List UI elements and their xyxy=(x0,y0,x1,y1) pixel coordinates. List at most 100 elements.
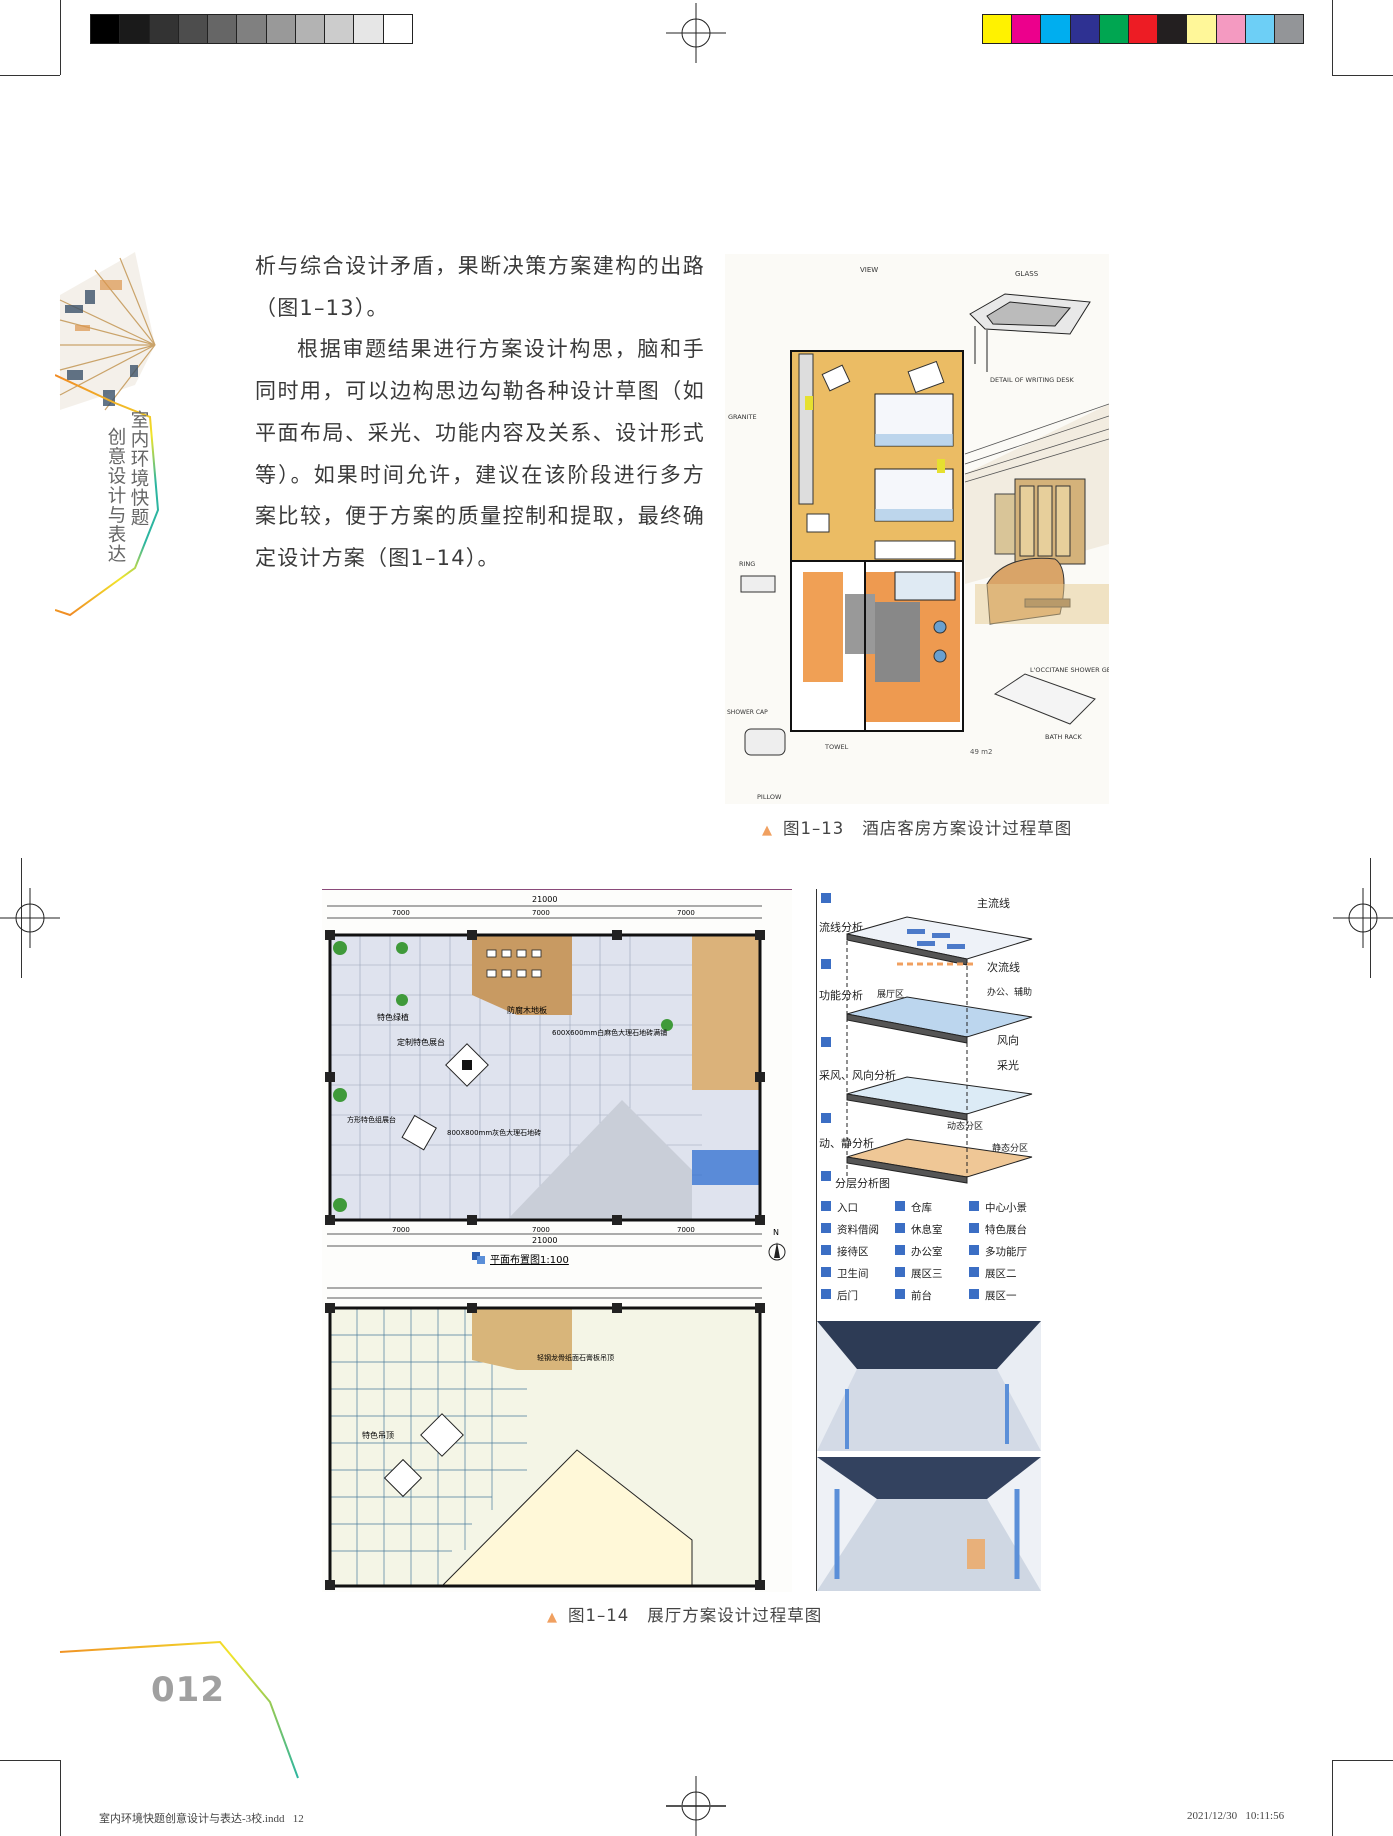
layer-label: 采光 xyxy=(997,1058,1019,1072)
legend-swatch xyxy=(821,1267,831,1277)
registration-mark xyxy=(666,3,726,63)
body-text: 析与综合设计矛盾，果断决策方案建构的出路（图1–13）。 根据审题结果进行方案设… xyxy=(255,246,705,580)
pillow-sketch xyxy=(744,728,786,756)
crop-mark xyxy=(0,1760,60,1761)
bath-rack-sketch xyxy=(993,673,1096,725)
color-swatch xyxy=(1187,15,1217,43)
bedroom-perspective xyxy=(964,403,1109,625)
paragraph: 根据审题结果进行方案设计构思，脑和手同时用，可以边构思边勾勒各种设计草图（如平面… xyxy=(255,337,705,570)
layer-label: 动态分区 xyxy=(947,1120,983,1132)
color-swatch xyxy=(1245,15,1275,43)
color-swatch xyxy=(325,15,355,43)
color-swatch xyxy=(1158,15,1188,43)
legend-swatch xyxy=(821,1289,831,1299)
plan-label: 定制特色展台 xyxy=(397,1037,445,1047)
layer-plates xyxy=(846,916,1033,1184)
layer-label: 风向 xyxy=(997,1033,1019,1047)
sketch-label: L'OCCITANE SHOWER GEL xyxy=(1030,666,1109,674)
plan-label: 特色吊顶 xyxy=(362,1430,394,1440)
dimension-label: 7000 xyxy=(677,909,695,917)
color-swatch xyxy=(1216,15,1246,43)
crop-mark xyxy=(1332,75,1393,76)
color-swatch xyxy=(91,15,121,43)
plan-label: 600X600mm白麻色大理石地砖满铺 xyxy=(552,1028,667,1037)
layer-label: 采风、风向分析 xyxy=(819,1068,896,1082)
crop-mark xyxy=(60,0,61,75)
legend-swatch xyxy=(821,1201,831,1211)
legend-swatch xyxy=(821,1245,831,1255)
dimension-label: 21000 xyxy=(532,895,557,904)
layer-label: 动、静分析 xyxy=(819,1136,874,1150)
legend-item: 接待区 xyxy=(837,1245,869,1258)
sketch-label: VIEW xyxy=(860,266,878,274)
dimension-label: 7000 xyxy=(532,1226,550,1234)
plan-label: 方形特色组展台 xyxy=(347,1115,396,1124)
footer-timestamp: 2021/12/30 10:11:56 xyxy=(1187,1810,1285,1822)
dimension-label: 21000 xyxy=(532,1236,557,1245)
dimension-label: 7000 xyxy=(677,1226,695,1234)
color-swatch xyxy=(178,15,209,43)
side-tab-title-line2: 创意设计与表达 xyxy=(105,427,126,564)
figure-exhibition-analysis: 流线分析 主流线 次流线 功能分析 展厅区 办公、辅助 采风、风向分析 风向 采… xyxy=(816,889,1041,1591)
crop-mark xyxy=(60,1760,61,1836)
legend-item: 后门 xyxy=(837,1289,858,1302)
figure-exhibition-plans: 21000 7000 7000 7000 7000 7000 7000 2100… xyxy=(322,889,792,1592)
legend-swatch xyxy=(969,1223,979,1233)
layer-analysis-sketch: 流线分析 主流线 次流线 功能分析 展厅区 办公、辅助 采风、风向分析 风向 采… xyxy=(817,893,1041,1591)
figure-hotel-room-sketch: GLASS DETAIL OF WRITING DESK VIEW GRANIT… xyxy=(725,254,1109,804)
color-swatch xyxy=(295,15,326,43)
page-number: 012 xyxy=(151,1670,225,1710)
legend-swatch xyxy=(969,1245,979,1255)
sketch-label: GRANITE xyxy=(728,413,757,421)
color-swatch xyxy=(354,15,384,43)
perspective-sketch-1 xyxy=(817,1321,1041,1451)
triangle-icon: ▲ xyxy=(547,1610,558,1625)
crop-mark xyxy=(0,75,60,76)
legend-swatch xyxy=(895,1223,905,1233)
layer-label: 功能分析 xyxy=(819,988,863,1002)
dimension-label: 7000 xyxy=(532,909,550,917)
legend-swatch xyxy=(895,1245,905,1255)
sketch-label: SHOWER CAP xyxy=(727,709,768,716)
plan-label: 轻钢龙骨纸面石膏板吊顶 xyxy=(537,1353,614,1362)
hotel-room-sketch: GLASS DETAIL OF WRITING DESK VIEW GRANIT… xyxy=(727,266,1109,801)
crop-mark xyxy=(1332,1760,1333,1836)
footer-filename: 室内环境快题创意设计与表达-3校.indd 12 xyxy=(99,1813,304,1825)
exhibition-plan-sketch: 21000 7000 7000 7000 7000 7000 7000 2100… xyxy=(325,895,786,1590)
sketch-label: TOWEL xyxy=(824,743,849,751)
color-swatch xyxy=(1128,15,1159,43)
legend-swatch xyxy=(895,1289,905,1299)
legend-swatch xyxy=(821,1223,831,1233)
registration-mark xyxy=(0,888,60,948)
legend-item: 前台 xyxy=(911,1289,932,1302)
paragraph: 析与综合设计矛盾，果断决策方案建构的出路（图1–13）。 xyxy=(255,254,705,320)
floor-plan xyxy=(790,350,964,732)
crop-mark xyxy=(1332,0,1333,75)
color-swatch xyxy=(1041,15,1071,43)
color-swatch xyxy=(1070,15,1100,43)
legend-item: 休息室 xyxy=(911,1223,943,1236)
registration-mark xyxy=(666,1776,726,1836)
layer-label: 办公、辅助 xyxy=(987,986,1032,998)
triangle-icon: ▲ xyxy=(762,823,773,838)
gray-calibration-bar xyxy=(90,14,413,44)
color-swatch xyxy=(1274,15,1304,43)
layer-label: 分层分析图 xyxy=(835,1176,890,1190)
sketch-label: DETAIL OF WRITING DESK xyxy=(990,376,1075,384)
caption-text: 展厅方案设计过程草图 xyxy=(647,1606,823,1625)
ring-box-sketch xyxy=(740,575,776,593)
legend-item: 展区三 xyxy=(911,1268,943,1280)
plan-label: 特色绿植 xyxy=(377,1012,409,1022)
legend-swatch xyxy=(895,1201,905,1211)
legend-item: 多功能厅 xyxy=(985,1245,1027,1258)
plan-title: 平面布置图1:100 xyxy=(472,1252,569,1266)
sketch-label: PILLOW xyxy=(757,793,782,801)
legend-item: 资料借阅 xyxy=(837,1223,879,1236)
layer-label: 静态分区 xyxy=(992,1142,1028,1154)
layer-label: 展厅区 xyxy=(877,989,904,1000)
page-number-decoration xyxy=(59,1640,299,1779)
color-swatch xyxy=(208,15,238,43)
legend-item: 特色展台 xyxy=(985,1223,1027,1236)
color-swatch xyxy=(983,15,1013,43)
